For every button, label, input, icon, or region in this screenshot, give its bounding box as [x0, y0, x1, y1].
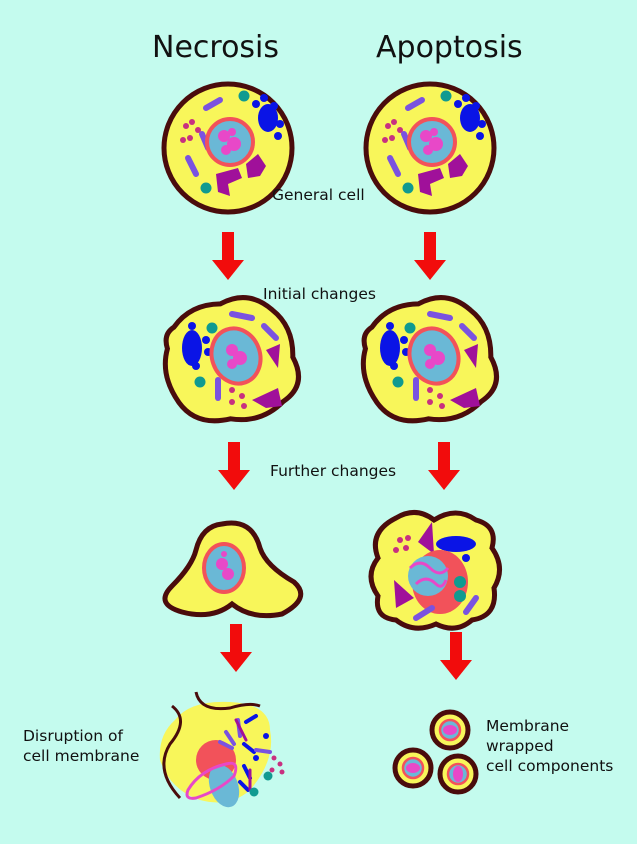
apoptosis-outcome-line-1: Membrane: [486, 717, 570, 735]
apoptosis-outcome-label: Membrane wrapped cell components: [486, 716, 613, 776]
apoptotic-body: [437, 753, 479, 795]
apoptosis-title: Apoptosis: [376, 30, 523, 65]
apoptotic-body: [429, 709, 471, 751]
necrosis-title: Necrosis: [152, 30, 280, 65]
arrow-down-icon: [440, 632, 472, 680]
arrow-down-icon: [218, 442, 250, 490]
stage-label-initial: Initial changes: [263, 285, 376, 303]
endoplasmic-reticulum: [252, 94, 284, 140]
apoptosis-outcome-line-3: cell components: [486, 757, 614, 775]
lysosome-dots: [180, 119, 201, 143]
necrosis-outcome-label: Disruption of cell membrane: [23, 726, 139, 766]
necrosis-outcome-line-1: Disruption of: [23, 727, 123, 745]
necrosis-general-cell: [161, 81, 295, 215]
vesicle: [238, 90, 250, 102]
apoptosis-blebbing-cell: [368, 510, 502, 631]
vesicle: [200, 182, 212, 194]
apoptosis-general-cell: [363, 81, 497, 215]
necrosis-initial-cell: [162, 295, 302, 424]
apoptotic-body: [392, 747, 434, 789]
necrosis-ruptured-cell: [159, 691, 285, 808]
arrow-down-icon: [220, 624, 252, 672]
apoptosis-outcome-line-2: wrapped: [486, 737, 554, 755]
chromatin: [218, 128, 241, 155]
stage-label-further: Further changes: [270, 462, 397, 480]
necrosis-swollen-cell: [162, 520, 304, 619]
arrow-down-icon: [428, 442, 460, 490]
arrow-down-icon: [414, 232, 446, 280]
arrow-down-icon: [212, 232, 244, 280]
necrosis-outcome-line-2: cell membrane: [23, 747, 140, 765]
stage-label-general: General cell: [272, 186, 365, 204]
apoptosis-initial-cell: [360, 295, 500, 424]
golgi-apparatus: [216, 154, 266, 196]
